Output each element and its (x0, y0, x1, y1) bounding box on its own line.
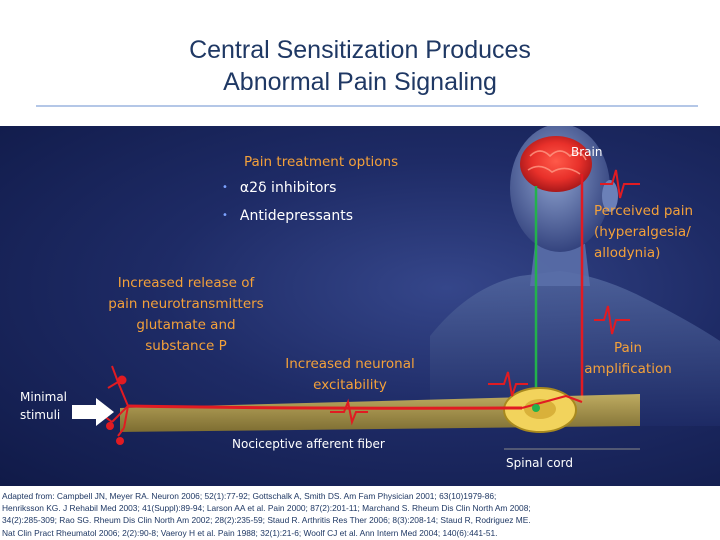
spinal-cord-core (524, 399, 556, 419)
nerve-ending (106, 422, 114, 430)
neurotransmitter-release-label: Increased release of pain neurotransmitt… (108, 275, 264, 354)
synapse-arrow (521, 394, 583, 410)
signal-trace (330, 398, 368, 426)
neuronal-excitability-label: Increased neuronal excitability (285, 356, 415, 393)
signal-trace (594, 305, 630, 335)
stimulus-arrow-icon (72, 398, 114, 426)
nociceptive-fiber (127, 404, 523, 410)
ear (602, 180, 618, 212)
body-silhouette (430, 271, 720, 426)
spinal-cord-label: Spinal cord (506, 456, 573, 470)
treatment-item: •Antidepressants (222, 208, 354, 224)
pain-pathway-diagram (72, 126, 720, 450)
neck (530, 244, 590, 286)
treatment-heading: Pain treatment options (244, 154, 399, 170)
brain-folds (527, 150, 587, 175)
fiber-branches (103, 365, 129, 437)
title-line-1: Central Sensitization Produces (189, 36, 531, 64)
nerve-ending (116, 437, 124, 445)
brain-icon (520, 136, 592, 192)
citation-line: 34(2):285-309; Rao SG. Rheum Dis Clin No… (2, 515, 531, 526)
title-divider (36, 105, 698, 107)
treatment-item: •α2δ inhibitors (222, 180, 337, 196)
pain-amplification-label: Pain amplification (584, 340, 672, 377)
citation-line: Adapted from: Campbell JN, Meyer RA. Neu… (2, 491, 497, 501)
minimal-stimuli-label: Minimal stimuli (20, 390, 68, 422)
nerve-ending (117, 375, 127, 385)
signal-trace (600, 169, 640, 199)
nociceptive-fiber-label: Nociceptive afferent fiber (232, 437, 385, 451)
perceived-pain-label: Perceived pain (hyperalgesia/ allodynia) (594, 203, 694, 261)
citation-line: Henriksson KG. J Rehabil Med 2003; 41(Su… (2, 503, 531, 514)
signal-trace (488, 371, 528, 397)
title-line-2: Abnormal Pain Signaling (223, 68, 497, 96)
synapse-node (532, 404, 540, 412)
brain-label: Brain (571, 145, 603, 159)
citation: Adapted from: Campbell JN, Meyer RA. Neu… (2, 490, 718, 539)
citation-line: Nat Clin Pract Rheumatol 2006; 2(2):90-8… (2, 527, 498, 538)
